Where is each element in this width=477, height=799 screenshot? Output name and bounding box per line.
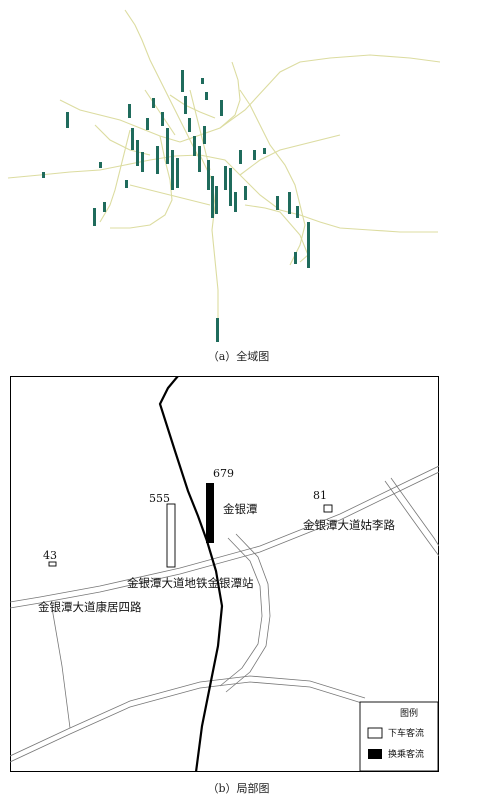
overview-bar — [156, 146, 159, 174]
overview-bar — [125, 180, 128, 188]
overview-bar — [42, 172, 45, 178]
overview-bar — [307, 222, 310, 268]
label-kangjusilu: 金银潭大道康居四路 — [38, 600, 142, 614]
overview-bar — [215, 186, 218, 214]
overview-bar — [207, 160, 210, 190]
value-jinyintan: 679 — [213, 467, 234, 480]
bus-network-lines — [7, 9, 441, 340]
bar-jinyintan-transfer — [206, 483, 214, 543]
minor-roads — [10, 465, 439, 763]
overview-bar — [184, 96, 187, 114]
overview-bar — [211, 176, 214, 218]
legend: 图例 下车客流 换乘客流 — [359, 701, 439, 772]
bar-kangjusilu — [48, 561, 57, 567]
overview-bar — [93, 208, 96, 226]
overview-bar — [253, 150, 256, 160]
overview-bar — [244, 186, 247, 200]
value-kangjusilu: 43 — [43, 549, 57, 562]
overview-bar — [198, 146, 201, 172]
value-ditie-jinyintan: 555 — [149, 492, 170, 505]
label-jinyintan: 金银潭 — [223, 502, 258, 516]
label-gulilu: 金银潭大道姑李路 — [303, 518, 395, 532]
overview-bar — [288, 192, 291, 214]
overview-bar — [128, 104, 131, 118]
overview-bar — [99, 162, 102, 168]
overview-bar — [205, 92, 208, 100]
overview-bar — [131, 128, 134, 150]
overview-bar — [234, 192, 237, 212]
overview-bar — [161, 112, 164, 126]
overview-bar — [220, 100, 223, 116]
overview-bar — [193, 136, 196, 156]
overview-bar — [141, 152, 144, 172]
label-ditie-jinyintan: 金银潭大道地铁金银潭站 — [127, 576, 254, 590]
value-gulilu: 81 — [313, 489, 327, 502]
legend-label-transfer: 换乘客流 — [388, 748, 424, 760]
bar-gulilu — [323, 504, 333, 513]
detail-caption: （b）局部图 — [207, 782, 270, 795]
overview-bar — [296, 206, 299, 218]
overview-bar — [216, 318, 219, 342]
overview-bar — [66, 112, 69, 128]
detail-map: 43 555 679 81 金银潭大道康居四路 金银潭大道地铁金银潭站 金银潭 … — [10, 376, 439, 772]
overview-bar — [201, 78, 204, 84]
overview-bar — [181, 70, 184, 92]
overview-bar — [166, 128, 169, 164]
overview-bar — [136, 140, 139, 166]
legend-title: 图例 — [400, 707, 418, 719]
overview-bar — [229, 168, 232, 206]
overview-bar — [146, 118, 149, 130]
legend-swatch-alighting — [367, 727, 383, 739]
overview-bar — [176, 158, 179, 188]
legend-swatch-transfer — [368, 749, 382, 759]
overview-bar — [188, 118, 191, 132]
passenger-flow-bars — [42, 70, 310, 342]
overview-bar — [294, 252, 297, 264]
overview-bar — [171, 150, 174, 190]
overview-bar — [239, 150, 242, 164]
overview-bar — [276, 196, 279, 210]
legend-label-alighting: 下车客流 — [388, 727, 424, 739]
bar-ditie-jinyintan — [166, 503, 176, 568]
overview-bar — [152, 98, 155, 108]
overview-bar — [263, 148, 266, 154]
overview-caption: （a）全域图 — [207, 350, 270, 363]
overview-bar — [203, 126, 206, 144]
overview-bar — [224, 166, 227, 190]
overview-map — [7, 9, 441, 342]
overview-bar — [103, 202, 106, 212]
